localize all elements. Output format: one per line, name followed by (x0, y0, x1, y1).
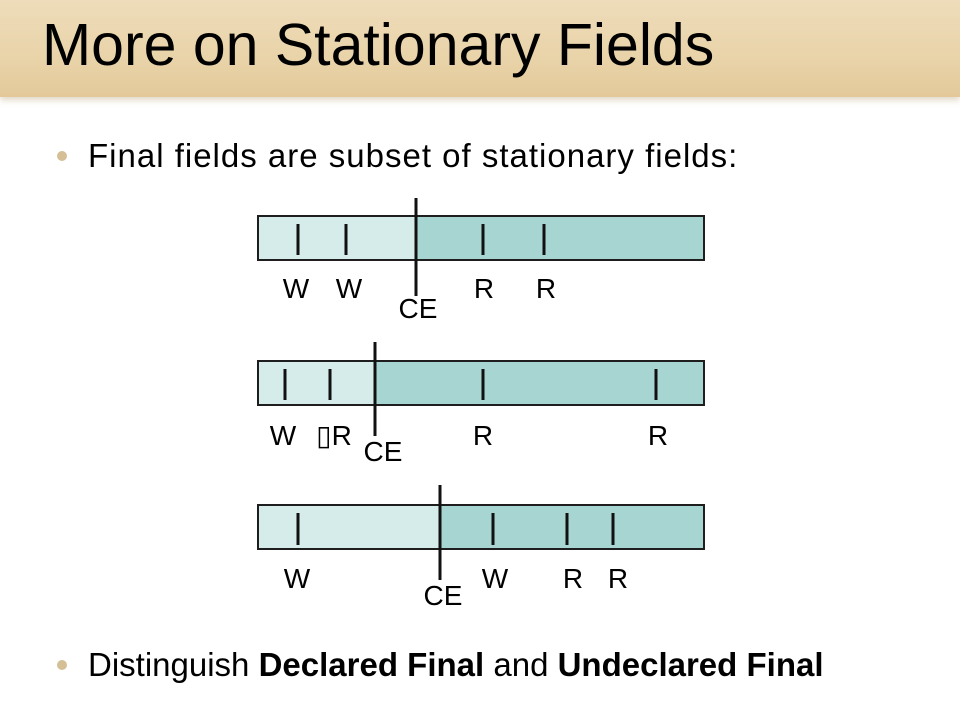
event-label: W (482, 563, 509, 594)
pre-ce-segment (258, 216, 416, 260)
timeline-diagram: W ▯R R R CE (257, 342, 705, 467)
bullet-icon (57, 151, 67, 161)
timeline-bar-outline (257, 360, 705, 406)
bullet-text: Distinguish Declared Final and Undeclare… (88, 645, 824, 685)
event-label: R (536, 273, 556, 304)
ce-label: CE (364, 436, 403, 467)
bullet-term-declared-final: Declared Final (258, 646, 485, 683)
bullet-icon (57, 660, 67, 670)
ce-label: CE (399, 293, 438, 324)
title-bar: More on Stationary Fields (0, 0, 960, 97)
event-label: R (474, 273, 494, 304)
timeline-bar-outline (257, 504, 705, 550)
timeline-diagram: W W R R CE (257, 485, 705, 611)
event-label: R (608, 563, 628, 594)
bullet-join-text: and (493, 646, 549, 683)
bullet-lead-text: Distinguish (88, 646, 250, 683)
post-ce-segment (416, 216, 704, 260)
event-label: W (336, 273, 363, 304)
event-label: R (648, 420, 668, 451)
event-label: R (473, 420, 493, 451)
timeline-bar-outline (257, 215, 705, 261)
event-label: R (563, 563, 583, 594)
event-label: W (284, 563, 311, 594)
event-label: W (270, 420, 297, 451)
bullet-text: Final fields are subset of stationary fi… (88, 137, 739, 174)
event-label: ▯R (316, 420, 352, 451)
pre-ce-segment (258, 361, 375, 405)
post-ce-segment (375, 361, 704, 405)
ce-label: CE (424, 580, 463, 611)
event-label: W (283, 273, 310, 304)
bullet-term-undeclared-final: Undeclared Final (557, 646, 824, 683)
slide-title: More on Stationary Fields (42, 12, 715, 78)
post-ce-segment (440, 505, 704, 549)
pre-ce-segment (258, 505, 440, 549)
timeline-diagram: W W R R CE (257, 198, 705, 324)
